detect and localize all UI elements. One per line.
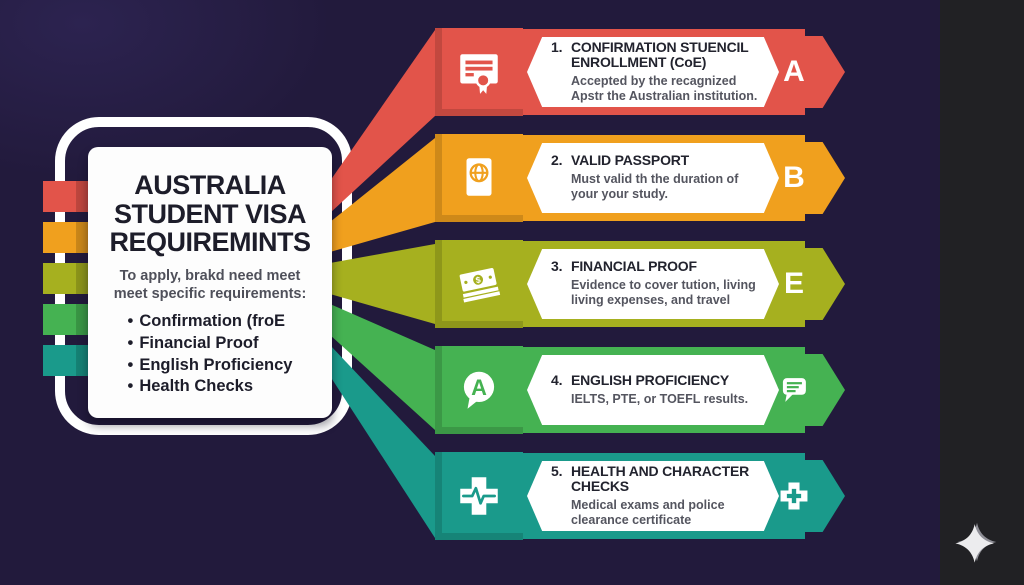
intro-bullet-item: • Financial Proof [128,333,293,355]
requirement-description: Medical exams and police clearance certi… [571,497,725,528]
left-tab-fold [76,304,90,335]
bullet-marker: • [127,333,134,352]
requirement-title-text: HEALTH AND CHARACTER CHECKS [571,462,749,495]
health-cross-icon [435,452,523,540]
ribbon-3 [330,244,435,324]
intro-bullet-item: • English Proficiency [128,355,293,377]
intro-subtitle-line2: meet specific requirements: [113,285,307,302]
bullet-marker: • [127,377,134,396]
intro-subtitle-line1: To apply, brakd need meet [119,267,301,284]
money-icon: $ [459,267,501,303]
requirement-title: 3. FINANCIAL PROOF [551,259,759,275]
left-tab-2 [43,222,90,253]
language-bubble-icon: A [435,346,523,434]
left-tab-fold [76,345,90,376]
requirement-description: Must valid th the duration of your your … [571,172,739,202]
intro-subtitle: To apply, brakd need meet meet specific … [114,267,307,303]
right-dark-strip [940,0,1024,585]
intro-card: AUSTRALIA STUDENT VISA REQUIREMINTS To a… [88,147,332,418]
intro-bullet-item: • Confirmation (froE [128,311,293,333]
requirement-banner: 4. ENGLISH PROFICIENCY IELTS, PTE, or TO… [527,355,779,425]
bullet-marker: • [127,312,134,331]
requirement-title: 2. VALID PASSPORT [551,153,759,169]
language-bubble-icon: A [463,371,495,409]
intro-title-line3: REQUIREMINTS [109,227,311,258]
passport-globe-icon [466,158,492,196]
requirement-description: Evidence to cover tution, living living … [571,278,756,308]
requirement-title-text: VALID PASSPORT [571,152,690,169]
certificate-icon [435,28,523,116]
requirement-banner: 3. FINANCIAL PROOF Evidence to cover tut… [527,249,779,319]
passport-globe-icon [435,134,523,222]
requirement-number: 2. [551,152,563,169]
bullet-text: Health Checks [139,377,254,396]
requirement-title: 1. CONFIRMATION STUENCIL ENROLLMENT (CoE… [551,38,759,71]
badge-letter: E [783,267,804,300]
requirement-number: 4. [551,372,563,389]
chat-bubble-icon [782,378,806,402]
left-tab-1 [43,181,90,212]
requirement-description: Accepted by the recagnized Apstr the Aus… [571,73,758,104]
ribbon-1 [330,30,435,213]
left-tab-5 [43,345,90,376]
requirement-title-text: FINANCIAL PROOF [571,258,697,275]
badge-letter: B [783,161,805,194]
bullet-text: English Proficiency [139,355,293,374]
requirement-row-passport: B 2. VALID PASSPORT Must valid th the du… [435,134,845,222]
ribbon-2 [330,138,435,252]
requirement-banner: 1. CONFIRMATION STUENCIL ENROLLMENT (CoE… [527,37,779,107]
bullet-text: Confirmation (froE [139,312,286,331]
requirement-banner: 5. HEALTH AND CHARACTER CHECKS Medical e… [527,461,779,531]
health-cross-icon [460,477,498,515]
money-icon: $ [435,240,523,328]
left-tab-fold [76,263,90,294]
sparkle-icon [955,522,997,563]
ribbon-5 [330,345,435,538]
intro-bullet-list: • Confirmation (froE • Financial Proof • En… [128,311,293,398]
bullet-marker: • [127,355,134,374]
intro-title-line2: STUDENT VISA [113,198,307,229]
requirement-title-text: CONFIRMATION STUENCIL ENROLLMENT (CoE) [571,38,749,71]
left-tab-fold [76,222,90,253]
left-tab-4 [43,304,90,335]
left-tab-3 [43,263,90,294]
requirement-description: IELTS, PTE, or TOEFL results. [571,391,749,406]
requirement-banner: 2. VALID PASSPORT Must valid th the dura… [527,143,779,213]
requirement-title-text: ENGLISH PROFICIENCY [571,372,729,389]
intro-title: AUSTRALIA STUDENT VISA REQUIREMINTS [109,170,311,258]
requirement-row-health: 5. HEALTH AND CHARACTER CHECKS Medical e… [435,452,845,540]
medical-plus-icon [780,482,808,510]
intro-bullet-item: • Health Checks [128,376,293,398]
svg-text:A: A [471,375,487,400]
certificate-icon [460,54,498,94]
requirement-row-coe: A 1. CONFIRMATION STUENCIL ENROLLMENT (C… [435,28,845,116]
badge-letter: A [783,55,805,88]
requirement-title: 4. ENGLISH PROFICIENCY [551,372,759,389]
left-tab-fold [76,181,90,212]
requirement-number: 3. [551,258,563,275]
requirement-number: 1. [551,38,563,55]
bullet-text: Financial Proof [139,333,259,352]
requirement-row-english: A 4. ENGLISH PROFICIENCY IELTS, PTE, or … [435,346,845,434]
svg-text:$: $ [475,275,482,286]
requirement-title: 5. HEALTH AND CHARACTER CHECKS [551,462,759,495]
requirement-row-financial: E $ 3. FINANCIAL PROOF Evidence to c [435,240,845,328]
requirement-number: 5. [551,462,563,479]
intro-title-line1: AUSTRALIA [134,170,286,200]
ribbon-4 [330,304,435,430]
